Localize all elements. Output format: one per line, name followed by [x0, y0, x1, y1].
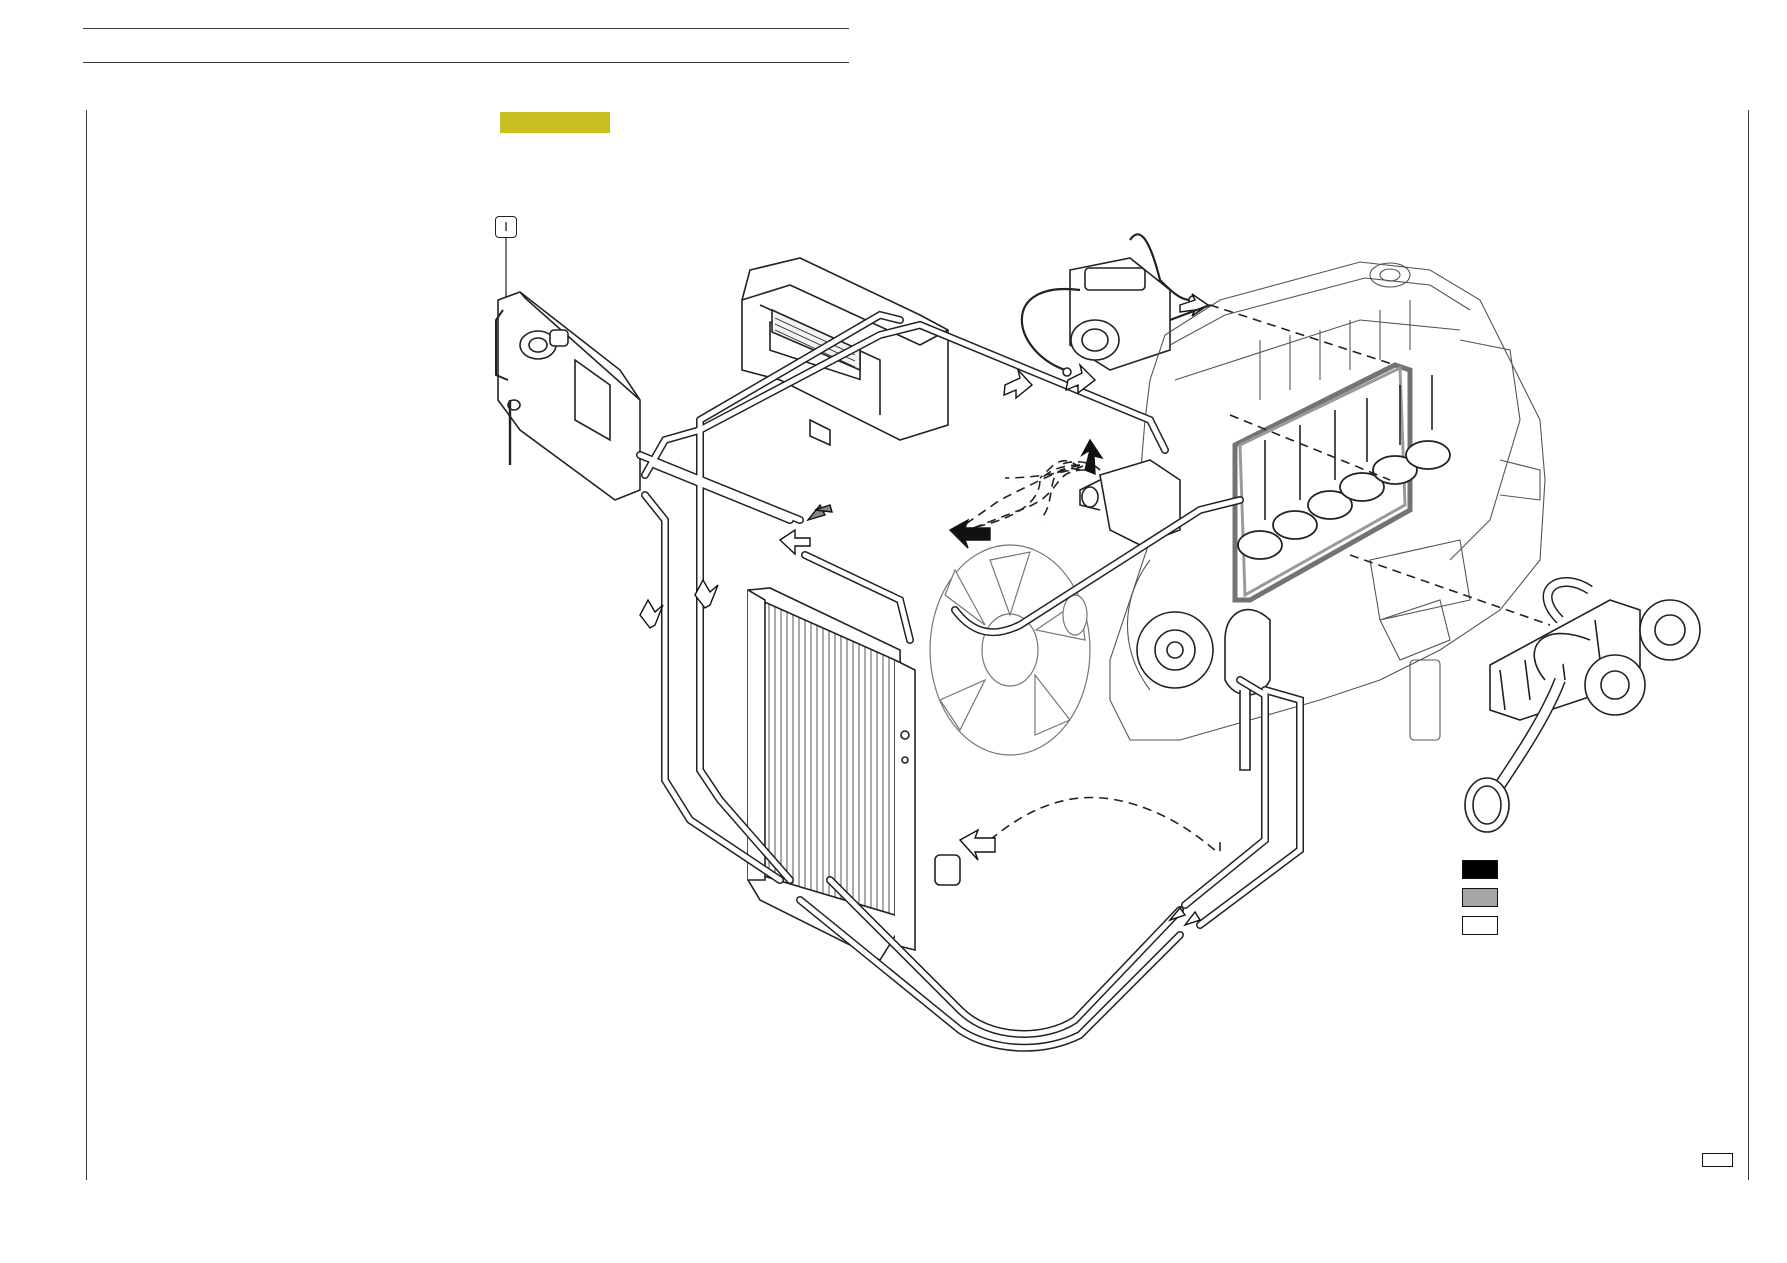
legend-swatch-cold-coolant: [1462, 916, 1498, 935]
legend-swatch-warm-coolant: [1462, 888, 1498, 907]
fan-icon: [929, 544, 1091, 756]
turbocharger-icon: [1464, 576, 1701, 833]
header-rule-bottom: [83, 62, 849, 63]
left-margin-line: [86, 110, 87, 1180]
section-color-tag: [500, 112, 610, 133]
coolant-pipe-icon: [636, 310, 1304, 1052]
flow-dashed-lines: [954, 304, 1551, 853]
cylinder-liner-icon: [1232, 362, 1451, 603]
thermostat-icon: [1079, 459, 1181, 546]
legend-swatch-hot-coolant: [1462, 860, 1498, 879]
compressor-pipe-icon: [1169, 303, 1211, 322]
expansion-tank-icon: [495, 291, 641, 501]
callout-label-i: I: [495, 216, 517, 238]
air-compressor-icon: [1020, 233, 1198, 377]
water-pump-icon: [1136, 608, 1271, 771]
radiator-icon: [747, 587, 961, 962]
page-number-box: [1702, 1153, 1733, 1167]
right-margin-line: [1748, 110, 1749, 1180]
flow-arrow-icon: [639, 293, 1210, 927]
header-rule-top: [83, 28, 849, 29]
